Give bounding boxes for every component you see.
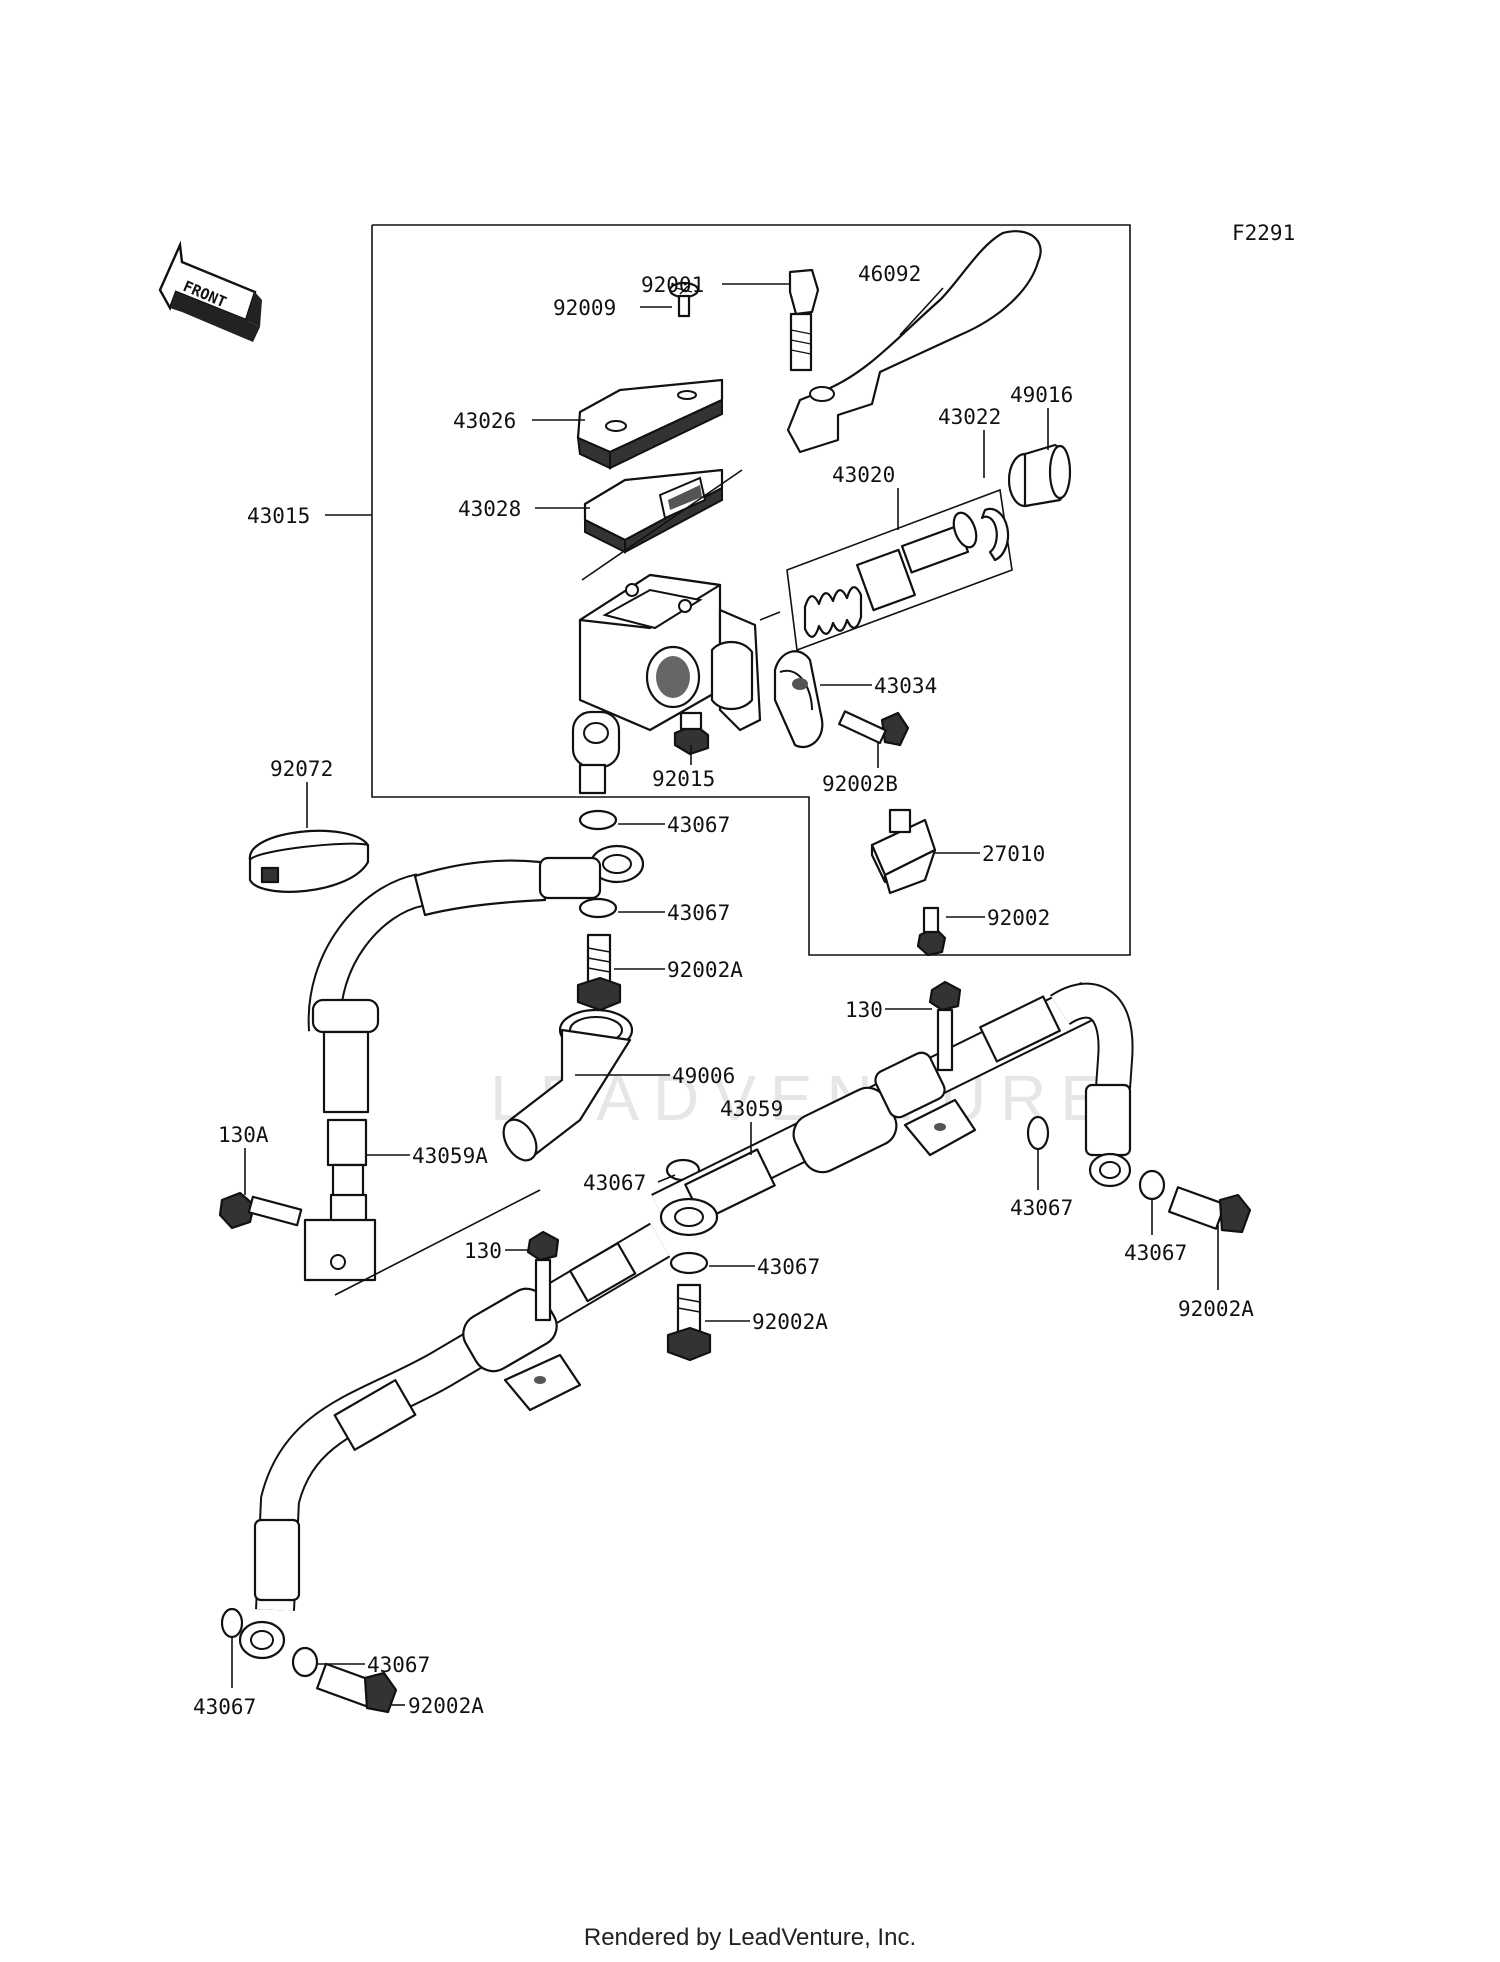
hose-fitting — [502, 1008, 634, 1162]
guide-line-2 — [581, 469, 743, 581]
piston-kit — [786, 488, 1013, 652]
upper-hose-left — [303, 844, 645, 1282]
figure-code: F2291 — [1232, 221, 1295, 245]
main-brake-hose — [651, 982, 1134, 1237]
bolt-130A — [218, 1191, 303, 1230]
banjo-bolt-top — [576, 933, 622, 1012]
lower-brake-hose — [238, 1222, 671, 1660]
master-cylinder-body — [571, 573, 762, 795]
washer-bottom-1 — [220, 1607, 244, 1639]
label-43015: 43015 — [247, 504, 310, 528]
washer-top-2 — [578, 897, 618, 919]
guide-line-1 — [334, 1189, 541, 1296]
label-92002: 92002 — [987, 906, 1050, 930]
label-46092: 46092 — [858, 262, 921, 286]
snap-ring — [980, 507, 1010, 562]
assembly-outline — [371, 224, 1131, 956]
front-arrow-icon: FRONT — [158, 240, 262, 342]
label-92002A-d: 92002A — [408, 1694, 484, 1718]
label-43067-g: 43067 — [367, 1653, 430, 1677]
banjo-bolt-lower — [666, 1283, 712, 1362]
label-43067-b: 43067 — [667, 901, 730, 925]
brake-lever — [786, 230, 1042, 454]
bolt-130-top — [928, 980, 962, 1072]
washer-right-1 — [1026, 1115, 1050, 1151]
label-43059: 43059 — [720, 1097, 783, 1121]
label-43067-e: 43067 — [1124, 1241, 1187, 1265]
label-130-a: 130 — [845, 998, 883, 1022]
bolt-130-lower — [526, 1230, 560, 1322]
label-27010: 27010 — [982, 842, 1045, 866]
label-43028: 43028 — [458, 497, 521, 521]
label-43067-c: 43067 — [583, 1171, 646, 1195]
label-43067-a: 43067 — [667, 813, 730, 837]
label-43067-f: 43067 — [757, 1255, 820, 1279]
banjo-bolt-bottom — [316, 1662, 398, 1714]
label-92002A-a: 92002A — [667, 958, 743, 982]
part-labels: 92001 46092 92009 43026 43022 49016 4302… — [193, 262, 1254, 1719]
label-43059A: 43059A — [412, 1144, 488, 1168]
label-92002B: 92002B — [822, 772, 898, 796]
guide-line-3 — [759, 611, 781, 621]
label-130A: 130A — [218, 1123, 269, 1147]
label-49016: 49016 — [1010, 383, 1073, 407]
label-43022: 43022 — [938, 405, 1001, 429]
banjo-bolt-right — [1167, 1186, 1252, 1234]
footer-credit: Rendered by LeadVenture, Inc. — [583, 1924, 917, 1951]
label-43067-h: 43067 — [193, 1695, 256, 1719]
label-92002A-b: 92002A — [1178, 1297, 1254, 1321]
label-92002A-c: 92002A — [752, 1310, 828, 1334]
label-92072: 92072 — [270, 757, 333, 781]
switch-screw — [916, 906, 947, 957]
label-92001: 92001 — [641, 273, 704, 297]
pivot-bolt — [788, 268, 820, 372]
bleeder-valve — [673, 711, 710, 756]
washer-bottom-2 — [291, 1646, 319, 1678]
label-92009: 92009 — [553, 296, 616, 320]
washer-right-2 — [1138, 1169, 1166, 1201]
brake-light-switch — [870, 808, 937, 895]
leader-lines — [231, 283, 1219, 1706]
diaphragm-gasket — [583, 468, 724, 554]
label-43067-d: 43067 — [1010, 1196, 1073, 1220]
label-92015: 92015 — [652, 767, 715, 791]
handlebar-clamp — [773, 650, 824, 748]
label-43034: 43034 — [874, 674, 937, 698]
hose-band — [248, 829, 370, 893]
washer-top-1 — [578, 809, 618, 831]
label-49006: 49006 — [672, 1064, 735, 1088]
label-130-b: 130 — [464, 1239, 502, 1263]
dust-boot — [1007, 443, 1072, 508]
label-43020: 43020 — [832, 463, 895, 487]
reservoir-cap — [576, 378, 724, 470]
cap-screw — [668, 281, 700, 318]
label-43026: 43026 — [453, 409, 516, 433]
clamp-bolt — [838, 710, 910, 747]
washer-lower-1 — [669, 1251, 709, 1275]
